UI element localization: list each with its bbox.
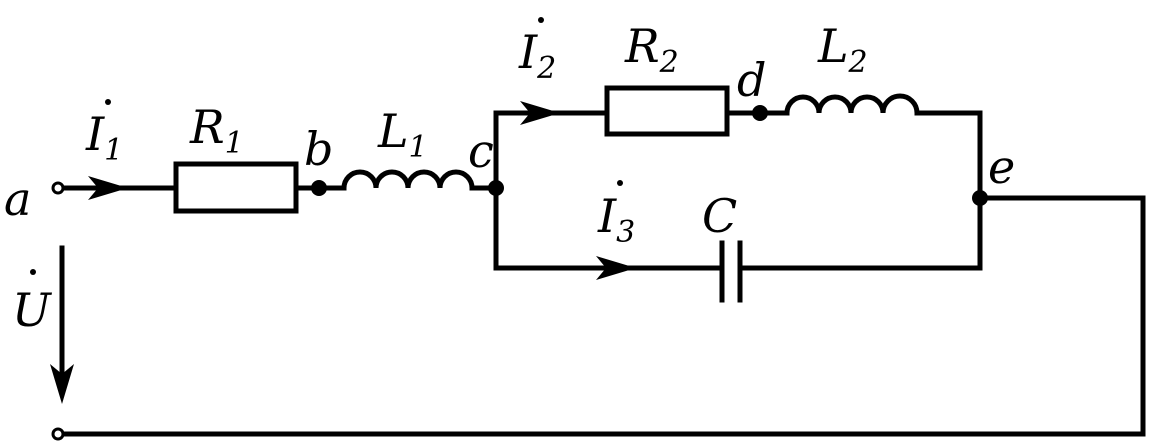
voltage-u-label: U: [12, 283, 53, 337]
current-i1-subscript: 1: [104, 133, 123, 168]
inductor-l1-label: L1: [377, 104, 428, 165]
resistor-r1-label: R1: [189, 100, 244, 161]
resistor-r2-label: R2: [624, 19, 679, 80]
resistor-r2: [604, 85, 730, 137]
current-i3-label: I3: [597, 189, 635, 250]
inductor-l2: [784, 93, 920, 116]
node-c-label: c: [468, 124, 494, 178]
current-i2-arrow: [520, 101, 560, 125]
current-i1-arrow: [88, 176, 128, 200]
current-i2-label: I2: [518, 25, 556, 86]
wire-c-upper-branch: [493, 110, 610, 191]
resistor-r1: [173, 161, 299, 214]
node-e-dot: [972, 190, 988, 206]
capacitor-label: C: [702, 189, 737, 243]
node-b-label: b: [304, 122, 333, 176]
current-i2-dot: [538, 17, 544, 23]
resistor-r2-subscript: 2: [659, 45, 679, 80]
current-i3-dot: [617, 180, 623, 186]
inductor-l2-label: L2: [817, 19, 868, 80]
inductor-l1-symbol: L: [377, 104, 409, 158]
current-i3-subscript: 3: [616, 215, 635, 250]
inductor-l1-subscript: 1: [409, 130, 428, 165]
terminal-a: [51, 181, 65, 195]
current-i1-dot: [105, 99, 111, 105]
inductor-l2-symbol: L: [817, 19, 849, 73]
wire-c-lower-branch: [493, 185, 725, 271]
node-b-dot: [311, 180, 327, 196]
current-i1-label: I1: [85, 107, 123, 168]
resistor-r1-symbol: R: [189, 100, 225, 154]
voltage-u-arrowhead: [50, 364, 74, 404]
voltage-u-dot: [30, 269, 36, 275]
inductor-l2-subscript: 2: [848, 45, 868, 80]
node-c-dot: [488, 180, 504, 196]
wire-e-return: [59, 195, 1146, 437]
node-d-label: d: [737, 53, 766, 107]
current-i2-subscript: 2: [536, 51, 556, 86]
current-i3-symbol: I: [597, 189, 617, 243]
resistor-r2-symbol: R: [624, 19, 660, 73]
node-e-label: e: [988, 140, 1015, 194]
node-d-dot: [752, 105, 768, 121]
terminal-bottom: [51, 427, 65, 441]
wire-l2-to-e: [914, 110, 983, 271]
resistor-r1-subscript: 1: [225, 126, 244, 161]
node-a-label: a: [4, 172, 31, 226]
current-i2-symbol: I: [518, 25, 538, 79]
current-i3-arrow: [596, 256, 636, 280]
current-i1-symbol: I: [85, 107, 105, 161]
inductor-l1: [341, 169, 475, 191]
